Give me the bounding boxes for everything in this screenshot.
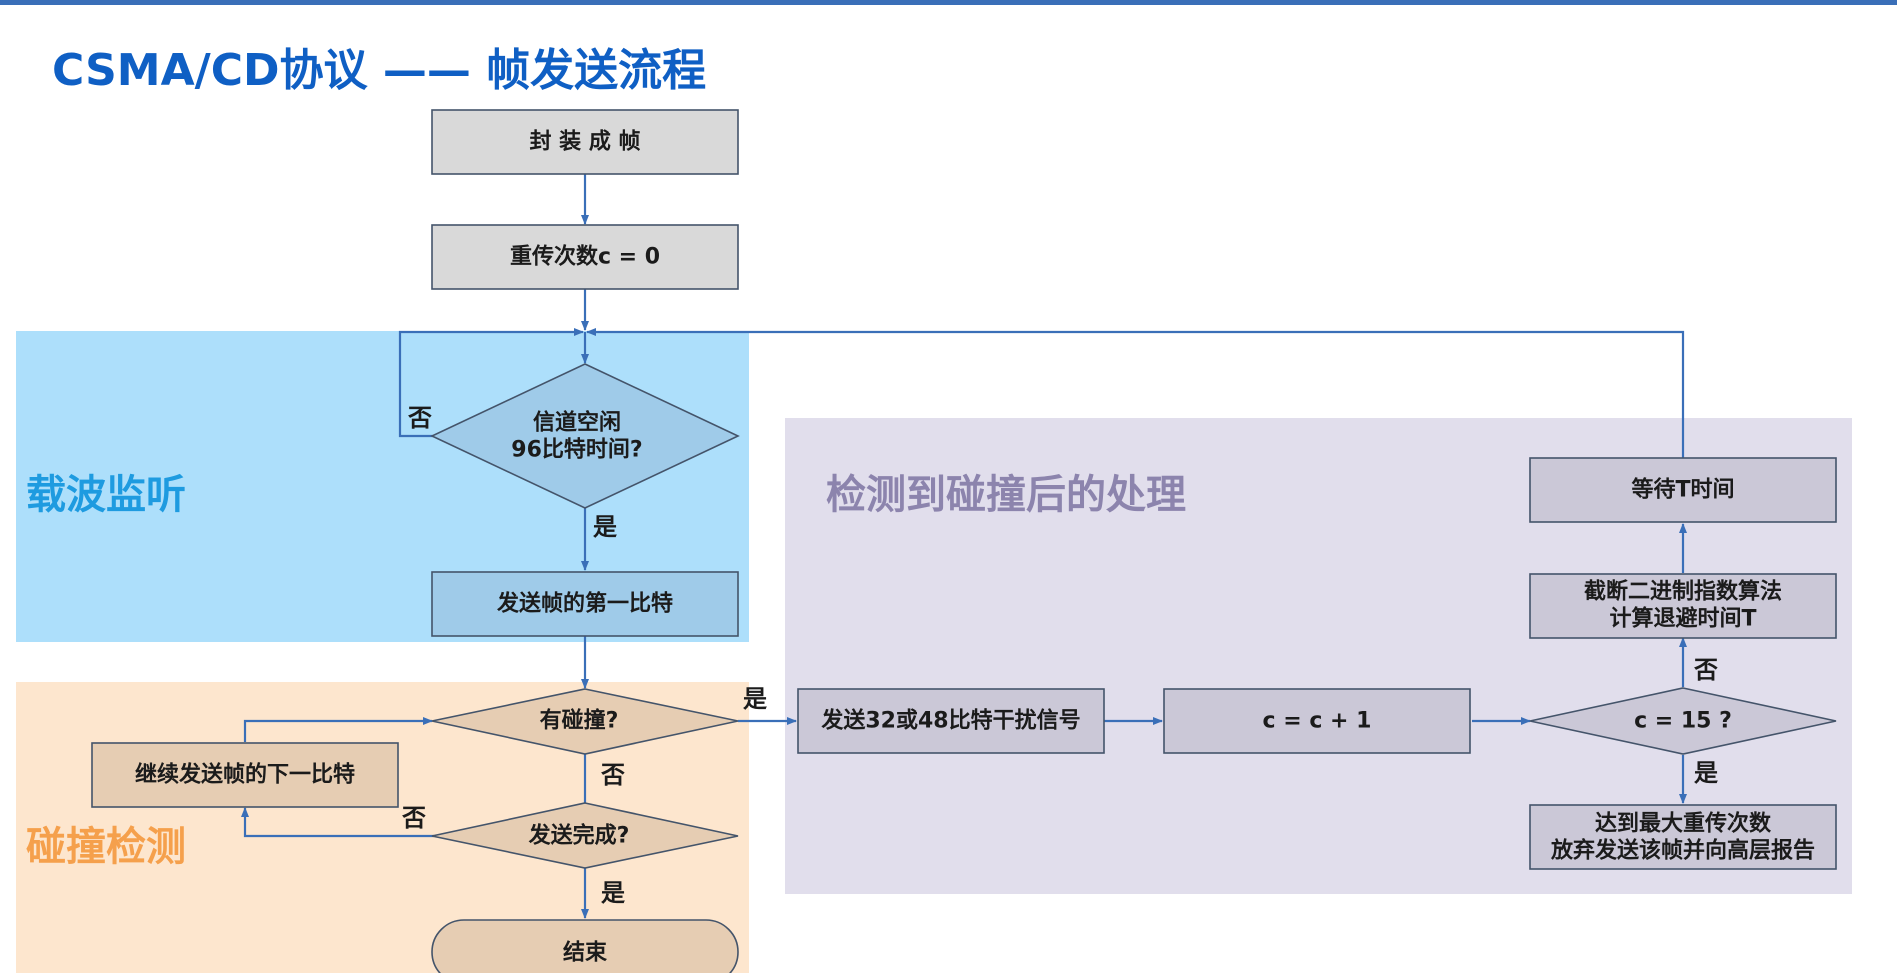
node-backoff-line1: 截断二进制指数算法 (1584, 579, 1782, 605)
edge-next-bit-to-collision-q (243, 717, 433, 742)
node-channel-idle-line1: 信道空闲 (533, 410, 621, 436)
label-limit-no: 否 (1693, 656, 1718, 684)
node-increment-box (1163, 688, 1471, 754)
label-channel-idle-yes: 是 (593, 513, 617, 541)
node-encapsulate-text: 封 装 成 帧 (530, 130, 641, 155)
label-done-no: 否 (401, 804, 426, 832)
node-give-up-line1: 达到最大重传次数 (1595, 811, 1772, 837)
label-done-yes: 是 (601, 879, 625, 907)
node-channel-idle-line2: 96比特时间? (511, 437, 642, 463)
node-give-up-box (1529, 804, 1837, 870)
node-send-first-box (431, 571, 739, 637)
node-counter-text: 重传次数c = 0 (510, 244, 660, 270)
node-channel-idle-diamond (430, 363, 740, 509)
label-collision-no: 否 (600, 761, 625, 789)
label-limit-yes: 是 (1694, 759, 1718, 787)
node-wait-text: 等待T时间 (1631, 477, 1734, 503)
node-encapsulate-box (431, 109, 739, 175)
top-accent-bar (0, 0, 1897, 5)
node-jam-text: 发送32或48比特干扰信号 (820, 708, 1080, 734)
edge-done-no-to-next-bit (241, 807, 434, 838)
node-backoff-box (1529, 573, 1837, 639)
page-title: CSMA/CD协议 —— 帧发送流程 (52, 45, 707, 96)
node-give-up-line2: 放弃发送该帧并向高层报告 (1550, 838, 1815, 864)
edge-channel-busy-loop (398, 328, 584, 438)
collision-detect-label: 碰撞检测 (26, 824, 186, 870)
node-increment-text: c = c + 1 (1263, 709, 1372, 734)
collision-handling-label: 检测到碰撞后的处理 (826, 472, 1186, 518)
node-wait-box (1529, 457, 1837, 523)
node-counter-box (431, 224, 739, 290)
node-done-q-diamond (431, 802, 739, 869)
carrier-sense-label: 载波监听 (26, 472, 186, 518)
node-end-terminal (431, 919, 739, 973)
node-collision-q-diamond (431, 688, 739, 755)
node-next-bit-box (91, 742, 399, 808)
node-done-q-text: 发送完成? (528, 823, 630, 849)
node-collision-q-text: 有碰撞? (540, 708, 619, 734)
node-backoff-line2: 计算退避时间T (1609, 606, 1756, 632)
node-limit-q-text: c = 15 ? (1634, 709, 1732, 734)
node-limit-q-diamond (1529, 687, 1837, 755)
label-channel-busy-no: 否 (407, 404, 432, 432)
label-collision-yes: 是 (743, 685, 767, 713)
edge-wait-to-channel-retry (586, 328, 1685, 458)
node-send-first-text: 发送帧的第一比特 (496, 591, 673, 617)
node-next-bit-text: 继续发送帧的下一比特 (135, 762, 355, 788)
node-end-text: 结束 (563, 940, 608, 966)
node-jam-box (797, 688, 1105, 754)
